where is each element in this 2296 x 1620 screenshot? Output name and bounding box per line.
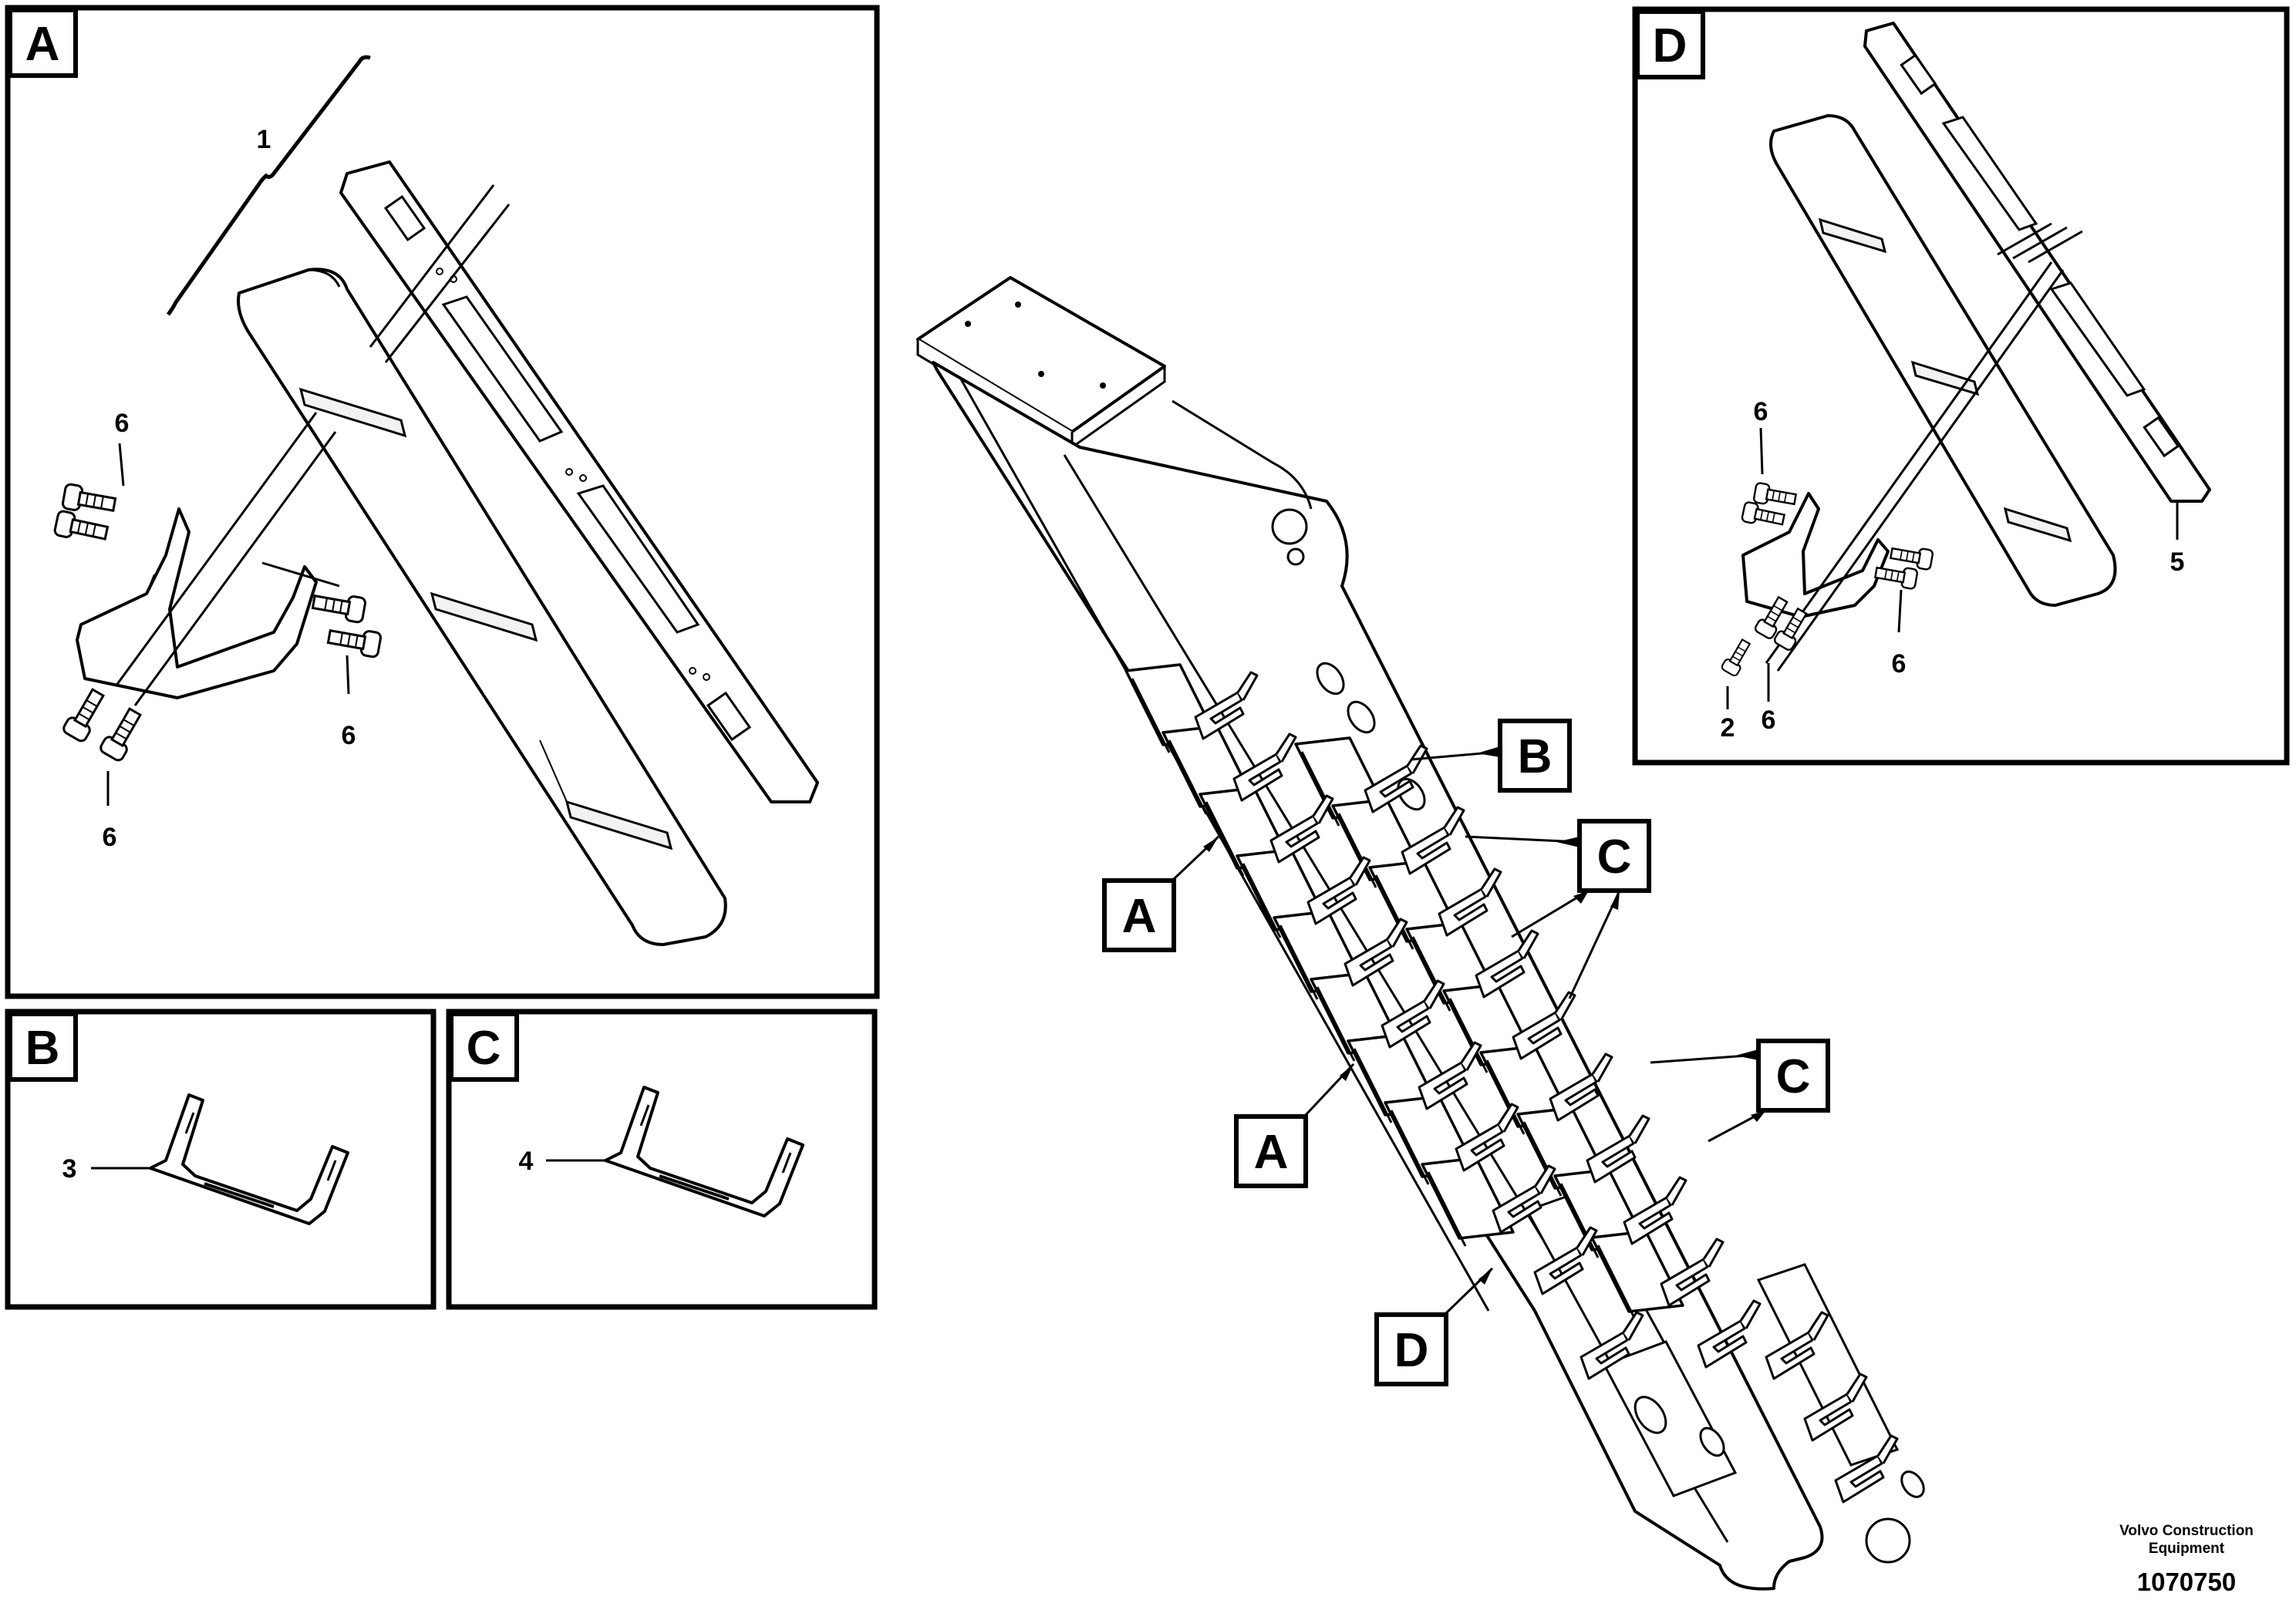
part-number-6: 6 xyxy=(103,823,117,852)
svg-text:B: B xyxy=(1518,730,1553,783)
part-number-2: 2 xyxy=(1721,713,1735,743)
panel-a-label-box xyxy=(8,8,78,78)
callout-c-lower: C xyxy=(1650,1039,1830,1143)
panel-d: D 6 6 xyxy=(1632,6,2290,766)
bolt-icon xyxy=(1740,500,1787,530)
svg-text:A: A xyxy=(1122,890,1157,943)
callout-b: B xyxy=(1411,719,1572,793)
assembly-1-brace xyxy=(166,55,371,316)
bolt-icon xyxy=(1752,481,1798,510)
bracket-a xyxy=(76,507,318,699)
callout-c-upper: C xyxy=(1465,819,1651,999)
bolt-icon xyxy=(325,623,383,659)
callout-a-upper: A xyxy=(1102,835,1220,952)
assembly-lines-a xyxy=(114,184,511,706)
part-number-6: 6 xyxy=(1754,397,1768,426)
panel-b: B 3 xyxy=(5,1009,437,1310)
bolt-icon xyxy=(1889,542,1934,571)
svg-text:D: D xyxy=(1394,1324,1429,1377)
wear-strip xyxy=(237,268,727,946)
footer-company-line2: Equipment xyxy=(2149,1541,2225,1557)
part-number-6: 6 xyxy=(1762,706,1776,735)
svg-text:C: C xyxy=(1776,1050,1811,1103)
part-number-6: 6 xyxy=(342,721,356,750)
part-number-3: 3 xyxy=(62,1154,77,1184)
bracket-d xyxy=(1741,492,1890,618)
panel-c-letter: C xyxy=(467,1022,501,1075)
bolt-icon xyxy=(97,704,147,763)
bolt-icon xyxy=(60,685,110,744)
drawing-number: 1070750 xyxy=(2137,1568,2236,1596)
bracket-b-shape xyxy=(149,1093,349,1225)
panel-a-letter: A xyxy=(25,18,60,71)
footer: Volvo Construction Equipment 1070750 xyxy=(2119,1523,2254,1596)
bracket-c-shape xyxy=(604,1086,804,1218)
svg-text:C: C xyxy=(1597,830,1632,884)
part-number-1: 1 xyxy=(257,125,271,154)
callout-a-lower: A xyxy=(1234,1063,1355,1188)
wear-plate xyxy=(339,160,819,803)
panel-a: A 1 xyxy=(5,5,880,999)
panel-d-letter: D xyxy=(1653,19,1687,72)
panel-c: C 4 xyxy=(446,1009,878,1310)
bolt-icon xyxy=(1720,636,1755,678)
svg-text:A: A xyxy=(1254,1126,1289,1179)
part-number-5: 5 xyxy=(2170,547,2185,577)
callout-d: D xyxy=(1374,1267,1494,1386)
panel-b-letter: B xyxy=(25,1022,60,1075)
part-number-6: 6 xyxy=(115,409,130,438)
main-boom xyxy=(916,276,1925,1591)
part-number-6: 6 xyxy=(1892,649,1907,679)
part-number-4: 4 xyxy=(519,1147,534,1176)
bolt-icon xyxy=(52,509,110,547)
assembly-lines-d xyxy=(1765,222,2083,672)
footer-company-line1: Volvo Construction xyxy=(2119,1523,2254,1539)
bolt-icon xyxy=(310,588,368,625)
